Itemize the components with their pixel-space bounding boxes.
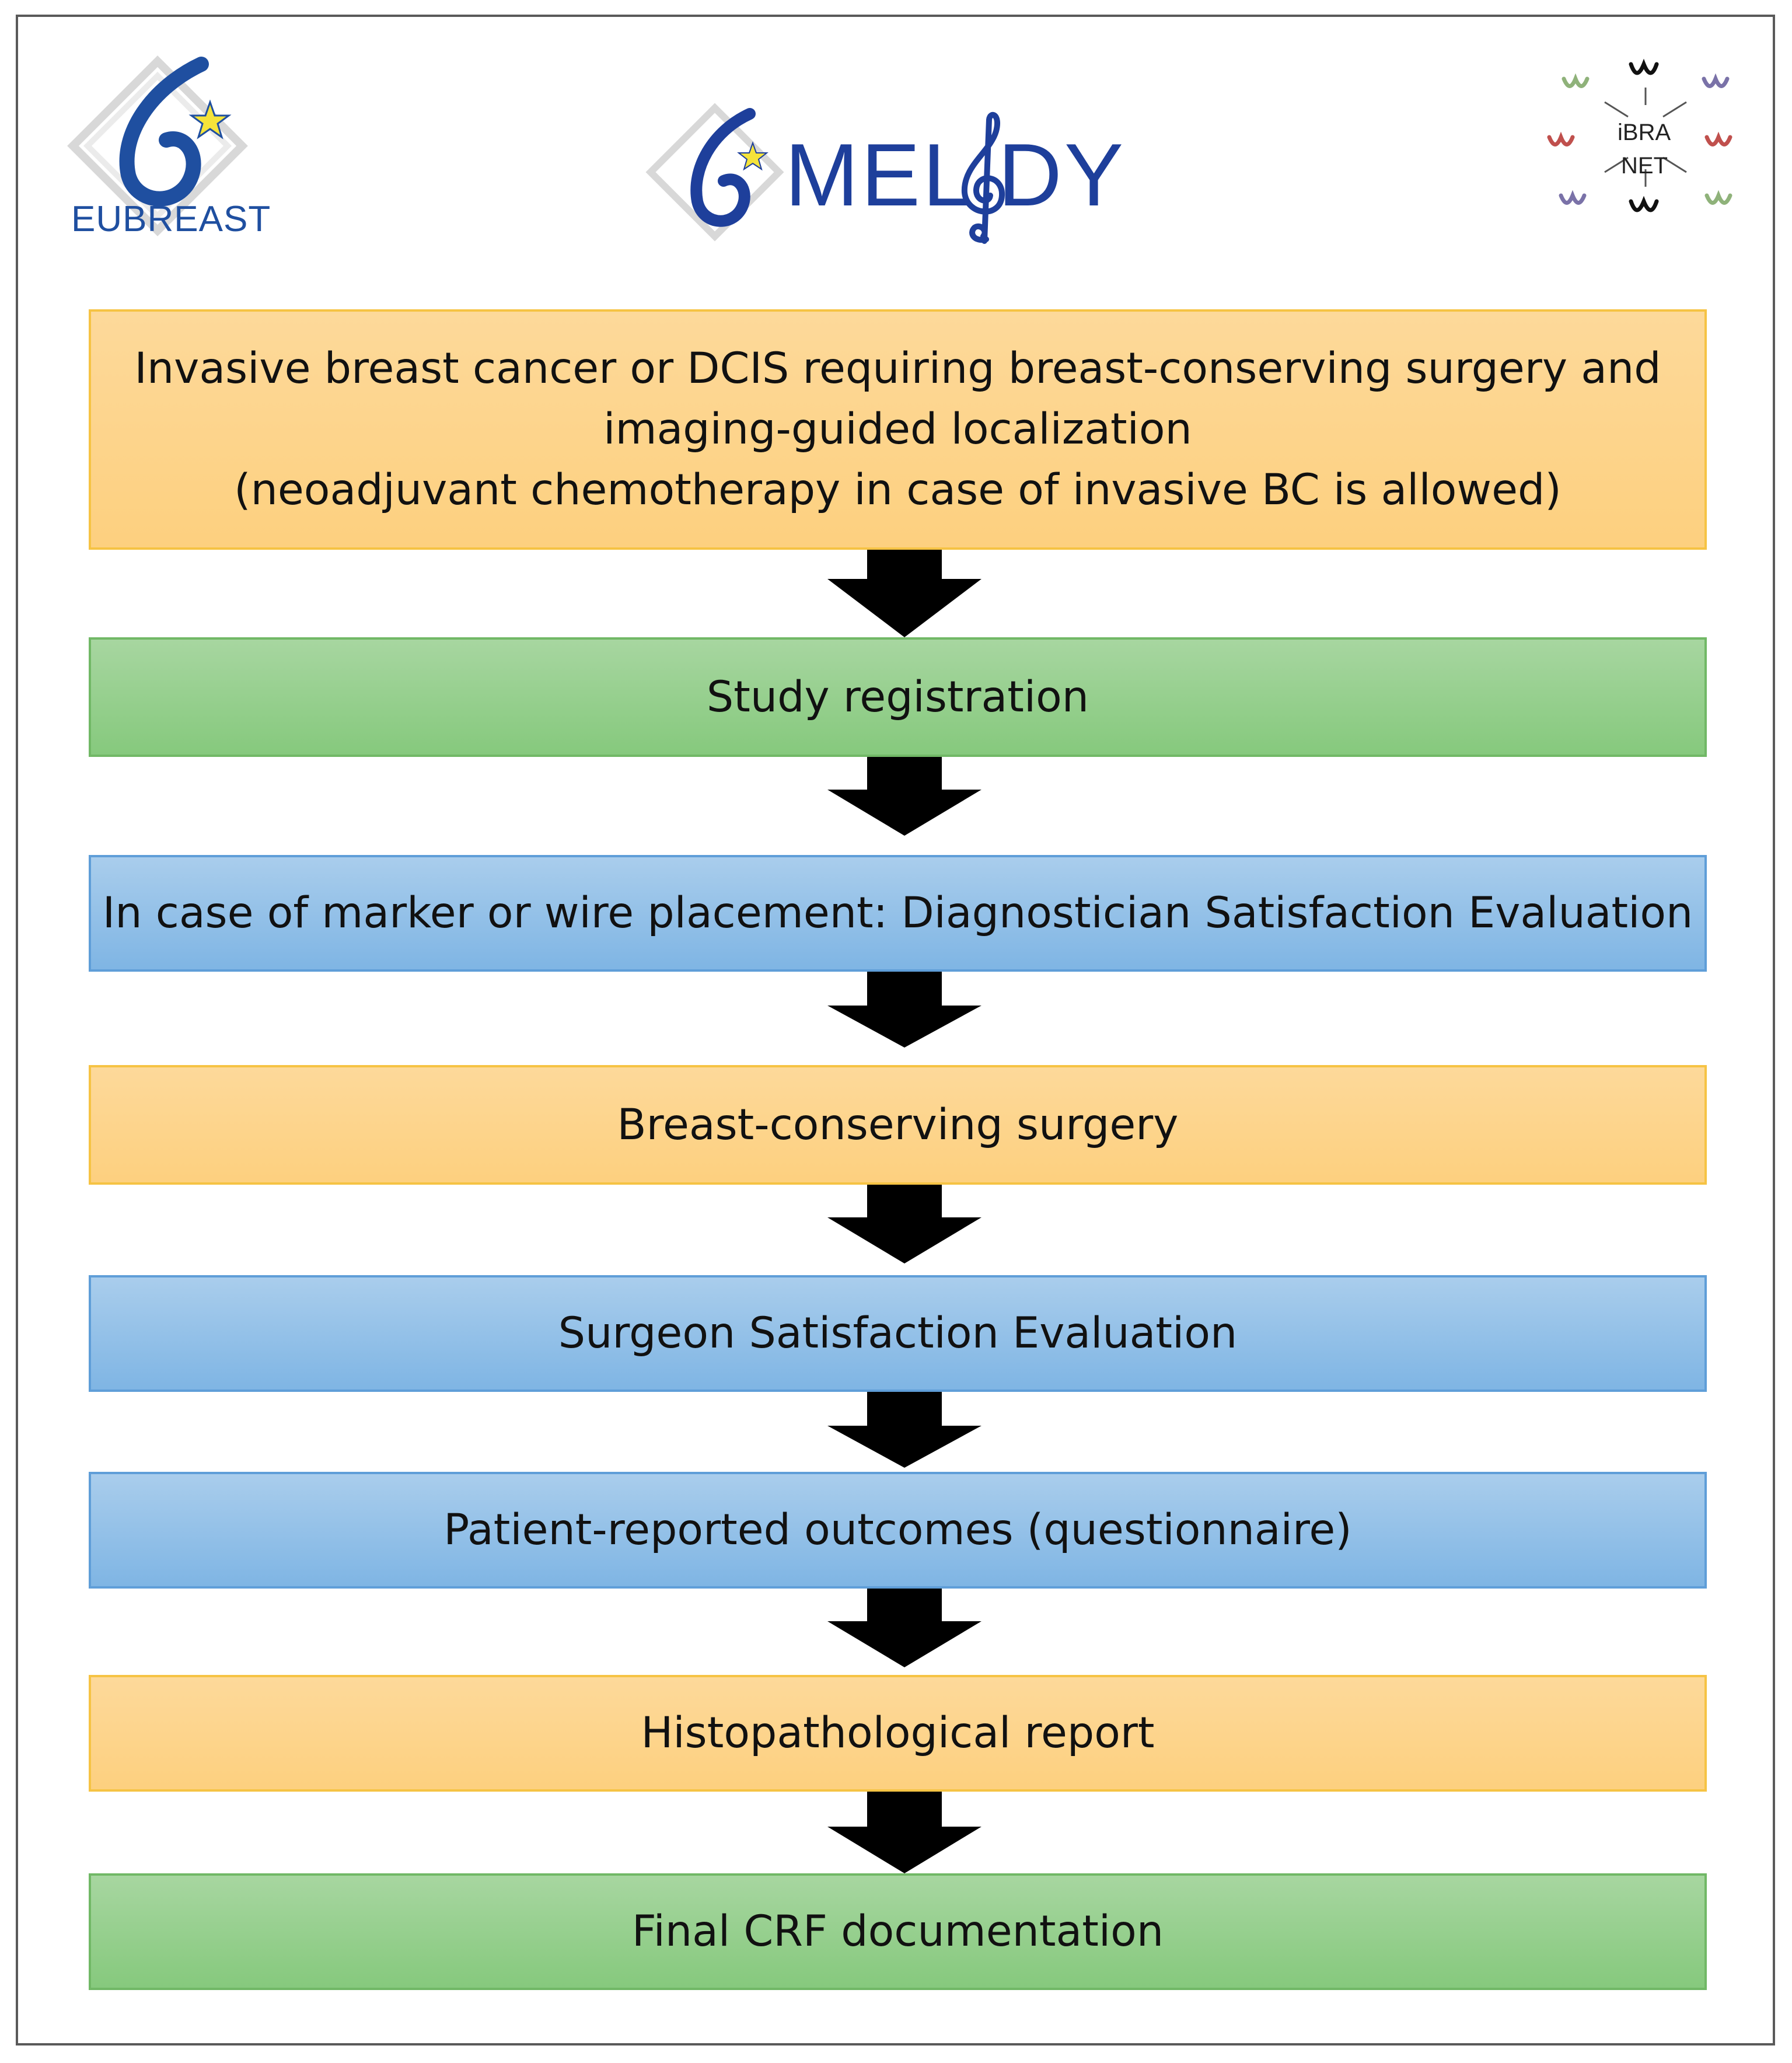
step-5-label: Surgeon Satisfaction Evaluation [558,1308,1238,1358]
step-2-box: Study registration [89,637,1707,757]
eubreast-logo-text: EUBREAST [71,199,271,239]
ibranet-logo-line1: iBRA [1618,120,1671,145]
melody-logo-text: MEL DY [785,124,1126,226]
ibranet-logo-line2: NET [1621,153,1668,179]
step-1-box: Invasive breast cancer or DCIS requiring… [89,309,1707,550]
step-3-label: In case of marker or wire placement: Dia… [102,888,1693,938]
ibranet-network-icon [1547,58,1732,212]
flow-arrow-7 [827,1792,981,1873]
step-7-label: Histopathological report [641,1708,1155,1758]
step-1-line-3: (neoadjuvant chemotherapy in case of inv… [234,465,1562,515]
melody-logo [642,99,1196,251]
melody-wordmark: MEL DY [785,125,1126,225]
ibranet-logo [1541,47,1751,228]
flow-arrow-4 [827,1185,981,1263]
step-5-box: Surgeon Satisfaction Evaluation [89,1275,1707,1392]
step-3-box: In case of marker or wire placement: Dia… [89,855,1707,972]
eubreast-logo [64,47,257,245]
step-6-box: Patient-reported outcomes (questionnaire… [89,1472,1707,1589]
eubreast-emblem-icon [67,55,248,236]
step-4-label: Breast-conserving surgery [617,1099,1179,1150]
flow-arrow-5 [827,1392,981,1468]
step-8-box: Final CRF documentation [89,1873,1707,1990]
flow-arrow-6 [827,1589,981,1667]
step-8-label: Final CRF documentation [631,1907,1164,1956]
step-7-box: Histopathological report [89,1675,1707,1792]
step-1-line-1: Invasive breast cancer or DCIS requiring… [134,344,1661,393]
step-6-label: Patient-reported outcomes (questionnaire… [443,1505,1352,1555]
step-2-label: Study registration [706,672,1089,722]
step-1-line-2: imaging-guided localization [603,404,1192,454]
melody-emblem-icon [645,103,784,242]
flow-arrow-3 [827,972,981,1048]
treble-clef-icon [961,111,1005,244]
flow-arrow-1 [827,550,981,637]
step-4-box: Breast-conserving surgery [89,1065,1707,1185]
flow-arrow-2 [827,757,981,836]
